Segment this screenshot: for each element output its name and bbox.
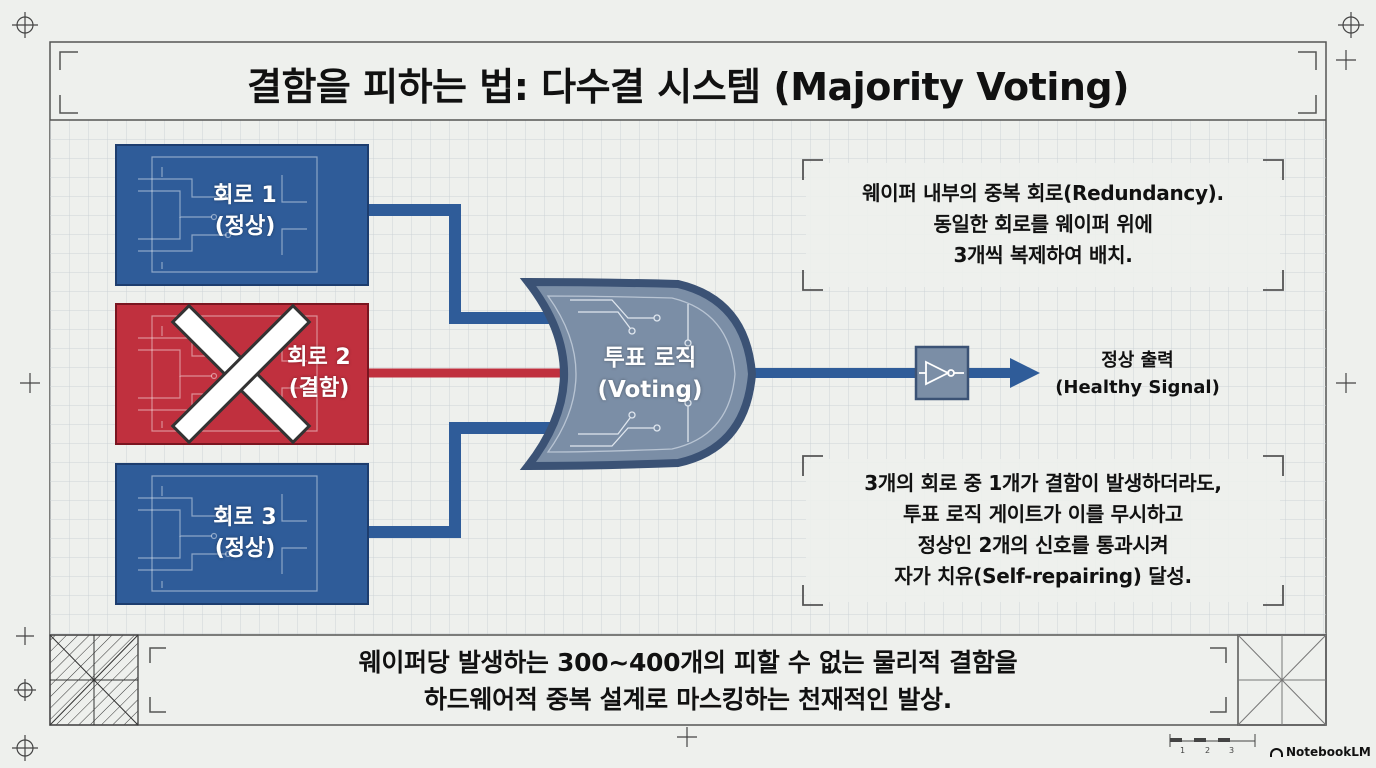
output-label: 정상 출력 (Healthy Signal) (1040, 347, 1235, 401)
output-label-main: 정상 출력 (1101, 350, 1174, 371)
output-arrow-head (1010, 358, 1040, 388)
circuit-1-label: 회로 1 (정상) (155, 180, 335, 242)
footer-caption: 웨이퍼당 발생하는 300~400개의 피할 수 없는 물리적 결함을 하드웨어… (150, 644, 1226, 718)
footer-right-cross (1237, 634, 1327, 726)
note-top-panel (806, 163, 1280, 287)
note-top-brackets (802, 159, 1284, 291)
voting-gate-name: 투표 로직 (603, 345, 697, 371)
circuit-3-status: (정상) (214, 536, 276, 561)
circuit-2-name: 회로 2 (287, 345, 351, 370)
voting-gate-subtitle: (Voting) (597, 377, 703, 403)
or-gate-icon (519, 277, 757, 471)
note-bottom: 3개의 회로 중 1개가 결함이 발생하더라도, 투표 로직 게이트가 이를 무… (806, 468, 1280, 592)
scale-tick-2: 2 (1205, 746, 1211, 755)
circuit-3-label: 회로 3 (정상) (155, 502, 335, 564)
circuit-3-name: 회로 3 (213, 505, 277, 530)
brand-watermark: NotebookLM (1270, 745, 1371, 759)
circuit-3-box (115, 463, 369, 605)
note-bottom-line: 자가 치유(Self-repairing) 달성. (894, 564, 1192, 588)
note-bottom-brackets (802, 455, 1284, 606)
output-label-sub: (Healthy Signal) (1055, 377, 1220, 398)
circuit-boxes (115, 144, 369, 605)
registration-marks (12, 12, 1364, 761)
voting-gate-label: 투표 로직 (Voting) (575, 342, 725, 406)
wire-circuit-3 (368, 422, 575, 538)
note-bottom-line: 정상인 2개의 신호를 통과시켜 (917, 533, 1169, 557)
buffer-gate-icon (914, 345, 970, 401)
footer-left-cross (49, 634, 139, 726)
circuit-2-box (115, 303, 369, 445)
footer-brackets (149, 647, 1227, 713)
scale-tick-3: 3 (1229, 746, 1235, 755)
note-top: 웨이퍼 내부의 중복 회로(Redundancy). 동일한 회로를 웨이퍼 위… (806, 178, 1280, 271)
circuit-2-status: (결함) (288, 376, 350, 401)
scale-tick-1: 1 (1180, 746, 1186, 755)
note-bottom-line: 투표 로직 게이트가 이를 무시하고 (902, 502, 1184, 526)
page-title: 결함을 피하는 법: 다수결 시스템 (Majority Voting) (247, 65, 1129, 109)
circuit-1-box (115, 144, 369, 286)
circuit-1-name: 회로 1 (213, 183, 277, 208)
note-top-line: 웨이퍼 내부의 중복 회로(Redundancy). (862, 181, 1224, 205)
x-icon (170, 303, 312, 445)
notebooklm-logo-icon (1270, 748, 1283, 757)
wire-circuit-1 (368, 204, 575, 324)
scale-bar (1169, 734, 1256, 747)
note-bottom-line: 3개의 회로 중 1개가 결함이 발생하더라도, (864, 471, 1222, 495)
brand-name: NotebookLM (1286, 745, 1371, 759)
wires (368, 204, 1015, 538)
note-bottom-panel (806, 459, 1280, 602)
note-top-line: 3개씩 복제하여 배치. (953, 243, 1133, 267)
circuit-1-status: (정상) (214, 214, 276, 239)
footer-line: 하드웨어적 중복 설계로 마스킹하는 천재적인 발상. (424, 685, 952, 714)
note-top-line: 동일한 회로를 웨이퍼 위에 (933, 212, 1153, 236)
circuit-2-label: 회로 2 (결함) (234, 342, 404, 404)
footer-line: 웨이퍼당 발생하는 300~400개의 피할 수 없는 물리적 결함을 (358, 648, 1018, 677)
title-brackets (59, 51, 1317, 114)
